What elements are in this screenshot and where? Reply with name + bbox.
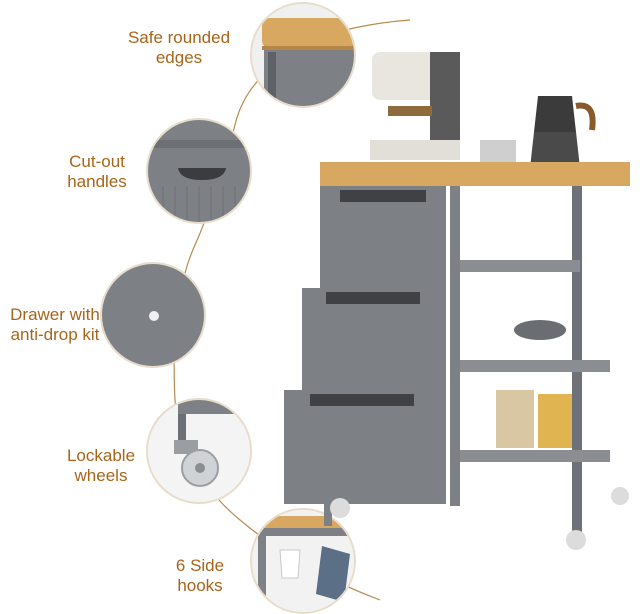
label-handles-line2: handles [67, 172, 127, 191]
detail-circle-hooks [250, 508, 356, 614]
rounded-edge-detail-image [252, 4, 354, 106]
wheel-icon [566, 530, 586, 550]
wheel-icon [611, 487, 629, 505]
wine-shelf [460, 260, 580, 272]
label-handles-line1: Cut-out [69, 152, 125, 171]
jar-icon [538, 394, 572, 448]
label-rounded-edges: Safe rounded edges [118, 28, 240, 68]
detail-circle-rounded-edges [250, 2, 356, 108]
cup-icon [480, 140, 516, 164]
wooden-top [320, 162, 630, 186]
label-drawer-line1: Drawer with [10, 305, 100, 324]
anti-drop-detail-image [102, 264, 204, 366]
label-cut-out-handles: Cut-out handles [52, 152, 142, 192]
bottom-shelf [460, 450, 610, 462]
label-rounded-edges-line1: Safe rounded [127, 28, 231, 47]
wheel-icon [330, 498, 350, 518]
detail-circle-drawer [100, 262, 206, 368]
detail-circle-wheels [146, 398, 252, 504]
label-drawer-line2: anti-drop kit [10, 325, 100, 344]
jar-icon [496, 390, 534, 448]
label-rounded-edges-line2: edges [155, 48, 203, 67]
drawer-bottom [284, 390, 446, 504]
label-side-hooks: 6 Side hooks [160, 556, 240, 596]
espresso-machine-icon [370, 52, 460, 160]
moka-pot-icon [530, 96, 596, 168]
label-drawer-anti-drop: Drawer with anti-drop kit [0, 305, 110, 345]
drawer-top [320, 186, 446, 290]
label-wheels-line2: wheels [74, 466, 128, 485]
kitchen-cart-image [284, 52, 630, 550]
label-hooks-line2: hooks [177, 576, 223, 595]
hooks-detail-image [252, 510, 354, 612]
wheel-detail-image [148, 400, 250, 502]
label-wheels-line1: Lockable [66, 446, 136, 465]
drawer-middle [302, 288, 446, 394]
label-hooks-line1: 6 Side [175, 556, 225, 575]
bowls-icon [514, 320, 566, 340]
label-lockable-wheels: Lockable wheels [56, 446, 146, 486]
handle-detail-image [148, 120, 250, 222]
detail-circle-handles [146, 118, 252, 224]
middle-shelf [460, 360, 610, 372]
